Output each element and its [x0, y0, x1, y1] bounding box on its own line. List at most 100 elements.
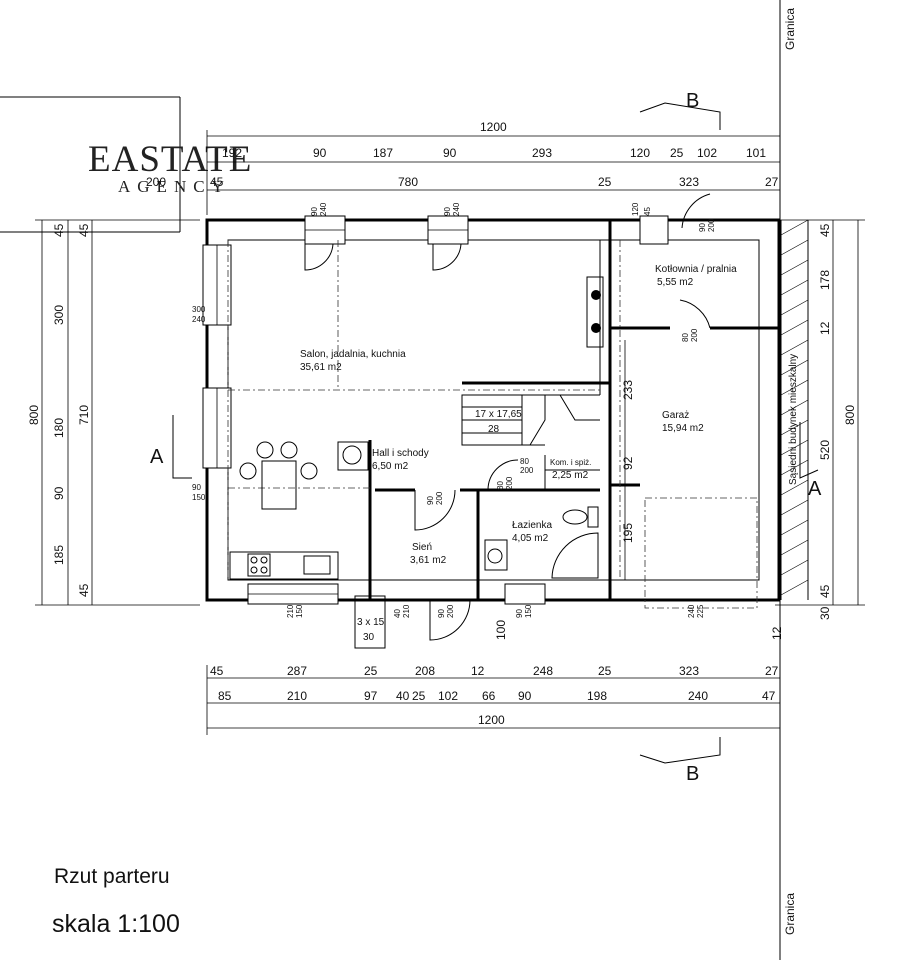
left-dim-7: 180: [52, 418, 66, 438]
opening-label-2: 240: [319, 202, 328, 216]
entrance-steps: [354, 595, 386, 649]
opening-label-28: 150: [524, 604, 533, 618]
opening-label-13: 80: [681, 333, 690, 342]
opening-label-14: 200: [690, 328, 699, 342]
left-dim-4: 45: [77, 223, 91, 237]
top-dim-r2-6: 27: [765, 175, 779, 189]
bottom-dim-overall: 1200: [478, 713, 505, 727]
bathroom-fixtures: [484, 506, 599, 579]
opening-label-21: 210: [286, 604, 295, 618]
section-mark-b-top: B: [639, 90, 721, 130]
boiler-equipment: [586, 276, 604, 348]
left-dim-2: 800: [27, 405, 41, 425]
bottom-dim-r2-5: 25: [412, 689, 426, 703]
room-bathroom-name: Łazienka: [512, 520, 552, 531]
room-hall-name: Hall i schody: [372, 448, 429, 459]
section-mark-a-right: A: [799, 422, 822, 500]
top-dim-2: 90: [313, 146, 327, 160]
room-salon-area: 35,61 m2: [300, 362, 342, 373]
left-dim-5: 300: [52, 305, 66, 325]
border-label-top: Granica: [783, 8, 797, 50]
room-hall-area: 6,50 m2: [372, 461, 409, 472]
stairs-spec: 17 x 17,65: [475, 409, 522, 420]
left-dim-1: 45: [52, 223, 66, 237]
opening-label-12: 150: [192, 493, 206, 502]
bottom-dim-9: 27: [765, 664, 779, 678]
opening-label-24: 210: [402, 604, 411, 618]
svg-text:A: A: [808, 478, 822, 500]
svg-text:A: A: [150, 446, 164, 468]
plan-title: Rzut parteru: [54, 865, 170, 888]
opening-label-19: 80: [496, 481, 505, 490]
kitchen-counter: [229, 441, 369, 580]
opening-label-8: 200: [707, 218, 716, 232]
room-pantry-name: Kom. i spiż.: [550, 458, 591, 467]
top-dim-3: 187: [373, 146, 393, 160]
windows: [202, 215, 669, 605]
top-dim-8: 102: [697, 146, 717, 160]
bottom-dim-r2-2: 210: [287, 689, 307, 703]
top-dim-7: 25: [670, 146, 684, 160]
top-dim-r2-5: 323: [679, 175, 699, 189]
step-block-spec: 3 x 15: [357, 617, 385, 628]
staircase: [461, 394, 600, 446]
neighbor-label: Sąsiedni budynek mieszkalny: [788, 354, 799, 485]
opening-label-29: 240: [687, 604, 696, 618]
border-label-bottom: Granica: [783, 893, 797, 935]
dining-table: [239, 441, 318, 510]
axis-lines: [227, 240, 621, 580]
bottom-dim-8: 323: [679, 664, 699, 678]
opening-label-30: 225: [696, 604, 705, 618]
svg-text:B: B: [686, 763, 699, 785]
opening-label-15: 80: [520, 457, 529, 466]
interior-dim-4: 100: [494, 620, 508, 640]
bottom-dim-1: 45: [210, 664, 224, 678]
opening-label-11: 90: [192, 483, 201, 492]
bottom-dim-3: 25: [364, 664, 378, 678]
section-mark-a-left: A: [150, 415, 192, 479]
right-dimension-lines: [775, 219, 865, 606]
opening-label-1: 90: [310, 207, 319, 216]
bottom-dim-r2-7: 66: [482, 689, 496, 703]
bottom-dim-5: 12: [471, 664, 485, 678]
top-dimension-lines: [206, 130, 781, 215]
garage-parking: [644, 497, 758, 609]
left-dim-8: 90: [52, 486, 66, 500]
top-dim-9: 101: [746, 146, 766, 160]
logo-main: EASTATE: [88, 139, 252, 180]
opening-label-18: 200: [435, 491, 444, 505]
top-dim-4: 90: [443, 146, 457, 160]
opening-label-10: 240: [192, 315, 206, 324]
right-dim-6: 12: [818, 321, 832, 335]
room-boiler-area: 5,55 m2: [657, 277, 694, 288]
opening-label-23: 40: [393, 609, 402, 618]
left-dim-9: 185: [52, 545, 66, 565]
left-dim-6: 710: [77, 405, 91, 425]
right-dim-7: 520: [818, 440, 832, 460]
top-dim-r2-4: 25: [598, 175, 612, 189]
room-garage-name: Garaż: [662, 410, 689, 421]
room-garage-area: 15,94 m2: [662, 423, 704, 434]
bottom-dim-7: 25: [598, 664, 612, 678]
right-dim-5: 178: [818, 270, 832, 290]
interior-dim-1: 233: [621, 380, 635, 400]
top-dim-r2-2: 45: [210, 175, 224, 189]
opening-label-26: 200: [446, 604, 455, 618]
interior-dim-2: 92: [621, 456, 635, 470]
right-dim-1: 45: [818, 223, 832, 237]
bottom-dimension-lines: [206, 665, 781, 735]
opening-label-3: 90: [443, 207, 452, 216]
room-salon-name: Salon, jadalnia, kuchnia: [300, 349, 406, 360]
stairs-count: 28: [488, 424, 500, 435]
interior-dim-5: 12: [770, 626, 784, 640]
opening-label-5: 120: [631, 202, 640, 216]
opening-label-22: 150: [295, 604, 304, 618]
room-vestibule-name: Sień: [412, 542, 432, 553]
logo-sub: AGENCY: [118, 177, 231, 196]
section-mark-b-bottom: B: [639, 737, 721, 785]
opening-label-27: 90: [515, 609, 524, 618]
room-pantry-area: 2,25 m2: [552, 470, 589, 481]
bottom-dim-r2-4: 40: [396, 689, 410, 703]
neighbor-hatch: [780, 219, 809, 600]
